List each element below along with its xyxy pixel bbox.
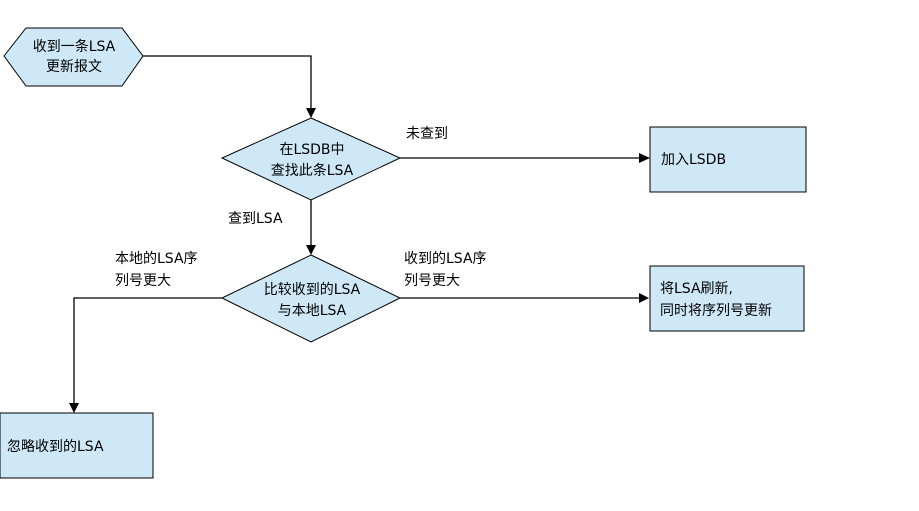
start-hexagon xyxy=(3,27,144,87)
arrowhead-compare xyxy=(306,245,316,255)
node-refresh: 将LSA刷新, 同时将序列号更新 xyxy=(649,265,805,332)
node-compare-decision: 比较收到的LSA 与本地LSA xyxy=(220,254,402,343)
edge-compare-to-ignore xyxy=(73,297,222,403)
node-add: 加入LSDB xyxy=(649,126,807,193)
start-line2: 更新报文 xyxy=(46,59,102,75)
arrowhead-add xyxy=(639,153,650,163)
arrowhead-ignore xyxy=(69,403,79,413)
edge-label-found: 查到LSA xyxy=(228,211,283,227)
edge-label-not-found: 未查到 xyxy=(406,126,448,142)
edge-label-received-larger-line1: 收到的LSA序 xyxy=(404,251,487,267)
lookup-diamond xyxy=(220,117,402,201)
node-ignore: 忽略收到的LSA xyxy=(0,412,154,479)
lookup-line1: 在LSDB中 xyxy=(279,142,344,158)
compare-line2: 与本地LSA xyxy=(278,303,347,319)
edge-start-to-lookup xyxy=(143,55,312,109)
lookup-line2: 查找此条LSA xyxy=(271,162,354,179)
refresh-box xyxy=(649,265,805,332)
start-line1: 收到一条LSA xyxy=(33,38,116,55)
edge-label-local-larger-line1: 本地的LSA序 xyxy=(115,251,198,267)
compare-line1: 比较收到的LSA xyxy=(264,282,361,298)
refresh-line2: 同时将序列号更新 xyxy=(660,303,772,319)
add-text: 加入LSDB xyxy=(661,152,726,168)
node-lookup-decision: 在LSDB中 查找此条LSA xyxy=(220,117,402,201)
edge-label-received-larger-line2: 列号更大 xyxy=(404,273,460,289)
ignore-box xyxy=(0,412,154,479)
ignore-text: 忽略收到的LSA xyxy=(7,439,104,455)
node-start: 收到一条LSA 更新报文 xyxy=(3,27,144,87)
connectors xyxy=(69,55,650,413)
refresh-line1: 将LSA刷新, xyxy=(660,281,733,297)
edge-label-local-larger-line2: 列号更大 xyxy=(115,273,171,289)
arrowhead-lookup xyxy=(306,108,316,118)
add-box xyxy=(649,126,807,193)
compare-diamond xyxy=(220,254,402,343)
arrowhead-refresh xyxy=(639,293,649,303)
